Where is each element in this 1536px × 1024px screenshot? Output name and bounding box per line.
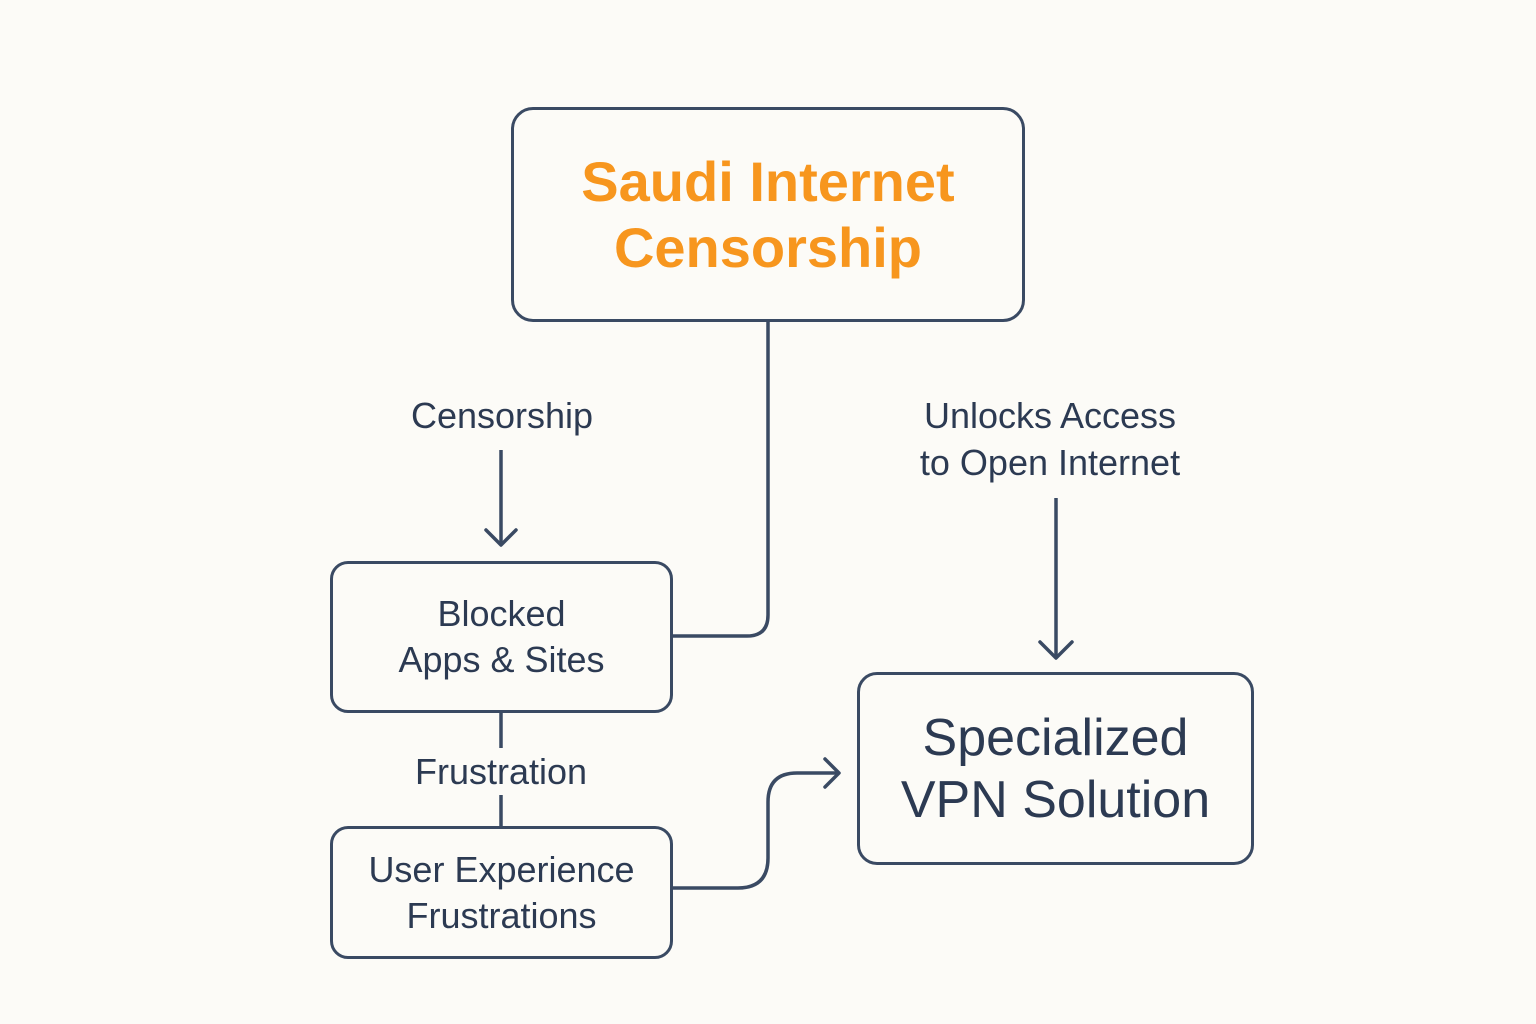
- edge-label-unlocks-line-2: to Open Internet: [919, 442, 1181, 483]
- ux-to-vpn-arrowhead-icon: [823, 757, 841, 789]
- node-vpn-line-1: Specialized: [922, 708, 1189, 767]
- edge-label-unlocks-access: Unlocks Access to Open Internet: [870, 392, 1230, 486]
- edge-label-censorship: Censorship: [410, 395, 594, 436]
- node-title-line-2: Censorship: [613, 215, 923, 279]
- censorship-arrowhead-icon: [484, 528, 518, 547]
- node-blocked-line-2: Apps & Sites: [398, 639, 605, 680]
- node-saudi-internet-censorship: Saudi Internet Censorship: [511, 107, 1025, 322]
- node-specialized-vpn-solution: Specialized VPN Solution: [857, 672, 1254, 865]
- node-ux-line-1: User Experience: [368, 848, 635, 890]
- node-vpn-line-2: VPN Solution: [900, 770, 1211, 829]
- node-blocked-line-1: Blocked: [437, 593, 566, 634]
- node-title-line-1: Saudi Internet: [581, 149, 955, 213]
- node-user-experience-frustrations: User Experience Frustrations: [330, 826, 673, 959]
- node-blocked-apps-sites: Blocked Apps & Sites: [330, 561, 673, 713]
- node-ux-line-2: Frustrations: [406, 894, 597, 936]
- unlocks-arrowhead-icon: [1038, 640, 1074, 660]
- connector-ux-to-vpn: [673, 771, 838, 890]
- edge-label-frustration: Frustration: [390, 748, 612, 795]
- edge-label-unlocks-line-1: Unlocks Access: [923, 395, 1177, 436]
- connector-top-to-blocked: [673, 322, 770, 638]
